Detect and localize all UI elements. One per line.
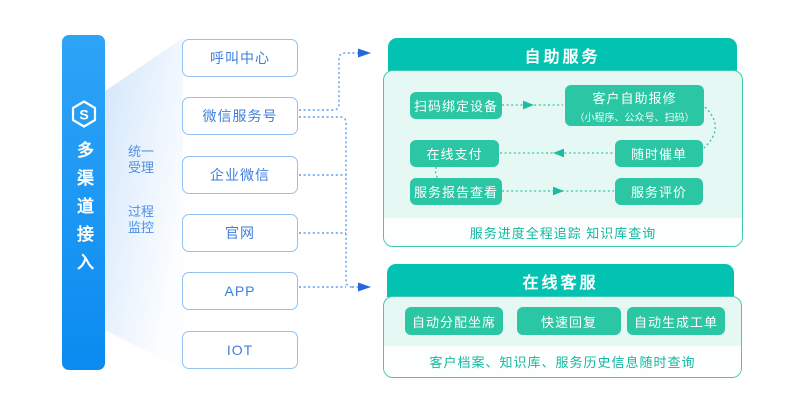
process-label-line: 监控 [128, 220, 155, 235]
process-label-unified: 统一 受理 [128, 144, 154, 176]
node-auto-generate-ticket: 自动生成工单 [627, 307, 725, 335]
multi-channel-bar: S 多渠道接入 [62, 35, 105, 370]
online-service-footer: 客户档案、知识库、服务历史信息随时查询 [384, 346, 741, 377]
channel-website: 官网 [182, 214, 298, 252]
self-service-title: 自助服务 [524, 48, 601, 66]
node-self-repair-sub: （小程序、公众号、扫码） [574, 112, 695, 124]
online-service-title: 在线客服 [522, 274, 599, 292]
self-service-header: 自助服务 [388, 38, 737, 71]
channel-wecom: 企业微信 [182, 156, 298, 194]
process-label-line: 统一 [128, 144, 155, 159]
arrow-to-self-service-icon [358, 48, 371, 58]
process-label-line: 受理 [128, 160, 155, 175]
node-auto-assign-seat: 自动分配坐席 [405, 307, 503, 335]
channel-wechat-service: 微信服务号 [182, 97, 298, 135]
logo-letter: S [79, 107, 88, 123]
node-online-pay: 在线支付 [410, 140, 499, 167]
node-self-repair: 客户自助报修 （小程序、公众号、扫码） [565, 85, 704, 126]
multi-channel-title: 多渠道接入 [74, 141, 93, 281]
node-self-repair-title: 客户自助报修 [592, 90, 677, 106]
online-service-header: 在线客服 [387, 264, 734, 297]
node-evaluation: 服务评价 [615, 178, 703, 205]
node-quick-reply: 快速回复 [517, 307, 621, 335]
node-urge-order: 随时催单 [615, 140, 703, 167]
fan-gradient-shape [105, 38, 183, 370]
channel-app: APP [182, 272, 298, 310]
s-hexagon-logo-icon: S [71, 100, 96, 128]
node-report-view: 服务报告查看 [410, 178, 502, 205]
channel-call-center: 呼叫中心 [182, 39, 298, 77]
arrow-left-icon [553, 148, 564, 158]
arrow-right-icon [523, 100, 534, 110]
process-label-monitor: 过程 监控 [128, 204, 154, 236]
process-label-line: 过程 [128, 204, 155, 219]
arrow-right-icon [553, 186, 564, 196]
channel-iot: IOT [182, 331, 298, 369]
node-scan-bind-device: 扫码绑定设备 [410, 92, 502, 119]
self-service-footer: 服务进度全程追踪 知识库查询 [384, 218, 742, 246]
blue-connector-lines [299, 48, 371, 292]
arrow-to-online-service-icon [358, 282, 371, 292]
